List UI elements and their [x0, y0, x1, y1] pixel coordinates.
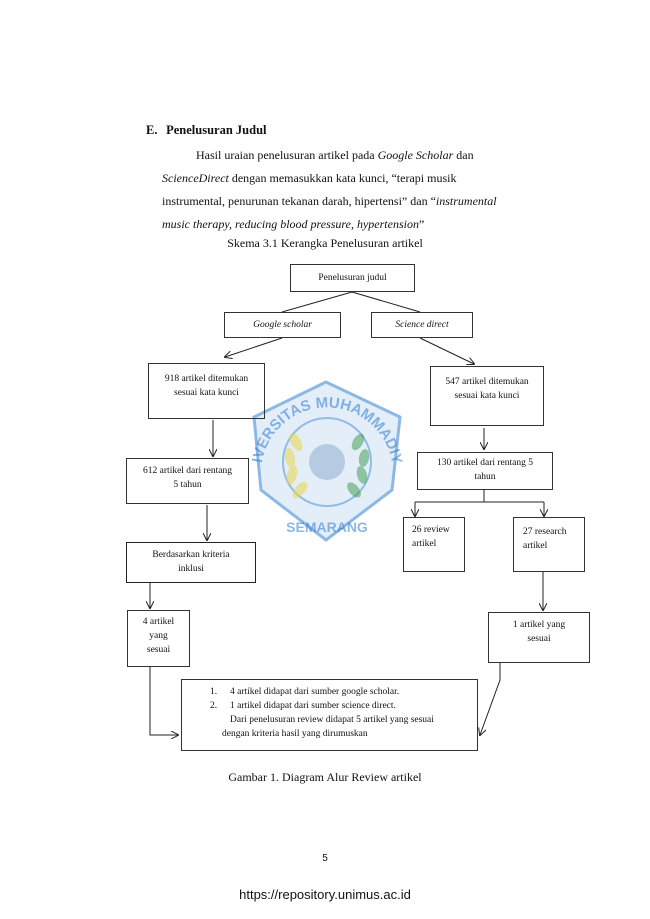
list-item: 1 artikel didapat dari sumber science di…: [230, 701, 396, 711]
result-summary-box: 1. 4 artikel didapat dari sumber google …: [181, 679, 478, 751]
text: sesuai kata kunci: [174, 388, 239, 398]
text: 4 artikel: [142, 617, 175, 627]
science-direct-label: Science direct: [395, 320, 449, 330]
text: dan: [453, 148, 474, 162]
section-title: Penelusuran Judul: [166, 123, 267, 137]
text: sesuai: [146, 645, 171, 655]
text: 26 review: [412, 525, 450, 535]
connector-root-science: [351, 291, 421, 313]
text: 612 artikel dari rentang: [143, 466, 232, 476]
page-number: 5: [322, 853, 328, 864]
text: instrumental, penurunan tekanan darah, h…: [162, 194, 436, 208]
paragraph-line-2: ScienceDirect dengan memasukkan kata kun…: [162, 167, 456, 190]
university-logo-watermark: UNIVERSITAS MUHAMMADIYAH SEMARANG: [234, 362, 405, 542]
text: artikel: [523, 541, 548, 551]
list-number: 2.: [210, 701, 218, 711]
result-text: dengan kriteria hasil yang dirumuskan: [222, 729, 368, 739]
text: Hasil uraian penelusuran artikel pada: [196, 148, 378, 162]
research-box: 27 research artikel: [513, 517, 585, 572]
paragraph-line-4: music therapy, reducing blood pressure, …: [162, 213, 424, 236]
text: 1 artikel yang: [512, 620, 566, 630]
list-number: 1.: [210, 687, 218, 697]
paragraph-line-3: instrumental, penurunan tekanan darah, h…: [162, 190, 497, 213]
text: 547 artikel ditemukan: [445, 377, 529, 387]
text: ”: [418, 217, 425, 231]
connector-root-google: [281, 291, 353, 313]
text: inklusi: [178, 564, 204, 574]
section-heading: E. Penelusuran Judul: [146, 123, 267, 138]
arrow-science-result: [480, 663, 501, 735]
italic-text: music therapy, reducing blood pressure, …: [162, 217, 419, 231]
text: Berdasarkan kriteria: [152, 550, 230, 560]
figure-caption: Gambar 1. Diagram Alur Review artikel: [228, 770, 422, 784]
text: 918 artikel ditemukan: [164, 374, 249, 384]
science-range-box: 130 artikel dari rentang 5 tahun: [417, 452, 553, 490]
review-box: 26 review artikel: [403, 517, 465, 572]
text: sesuai kata kunci: [454, 391, 520, 401]
arrow-google-result: [149, 667, 178, 735]
text: 130 artikel dari rentang 5: [436, 458, 534, 468]
google-found-box: 918 artikel ditemukan sesuai kata kunci: [148, 363, 265, 419]
italic-text: Google Scholar: [377, 148, 454, 162]
schema-title: Skema 3.1 Kerangka Penelusuran artikel: [227, 236, 423, 250]
science-found-box: 547 artikel ditemukan sesuai kata kunci: [430, 366, 544, 426]
text: 27 research: [523, 527, 567, 537]
section-label: E.: [146, 123, 158, 137]
google-final-box: 4 artikel yang sesuai: [127, 610, 190, 667]
inclusion-box: Berdasarkan kriteria inklusi: [126, 542, 256, 583]
footer-url: https://repository.unimus.ac.id: [239, 887, 411, 902]
paragraph-line-1: Hasil uraian penelusuran artikel pada Go…: [196, 144, 474, 167]
root-label: Penelusuran judul: [318, 273, 387, 283]
science-direct-box: Science direct: [371, 312, 473, 338]
text: 5 tahun: [173, 480, 202, 490]
result-text: Dari penelusuran review didapat 5 artike…: [230, 715, 434, 725]
root-box: Penelusuran judul: [290, 264, 415, 292]
list-item: 4 artikel didapat dari sumber google sch…: [230, 687, 400, 697]
italic-text: ScienceDirect: [162, 171, 229, 185]
arrow-science-found: [419, 337, 474, 364]
text: artikel: [412, 539, 437, 549]
google-scholar-box: Google scholar: [224, 312, 341, 338]
watermark-bottom-text: SEMARANG: [286, 519, 368, 535]
text: sesuai: [527, 634, 551, 644]
google-scholar-label: Google scholar: [253, 320, 312, 330]
italic-text: instrumental: [435, 194, 497, 208]
science-final-box: 1 artikel yang sesuai: [488, 612, 590, 663]
text: tahun: [474, 472, 496, 482]
arrow-google-found: [225, 337, 283, 357]
google-range-box: 612 artikel dari rentang 5 tahun: [126, 458, 249, 504]
text: yang: [149, 631, 168, 641]
text: dengan memasukkan kata kunci, “terapi mu…: [228, 171, 457, 185]
